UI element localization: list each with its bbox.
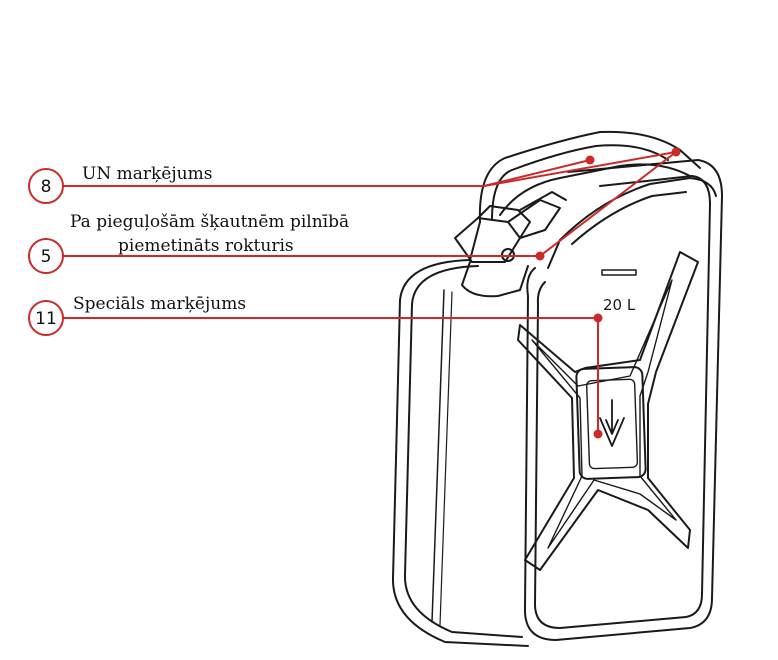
badge-circle-5 xyxy=(28,238,64,274)
can-x-rib-inner xyxy=(531,279,677,549)
can-side-panel xyxy=(391,259,529,647)
volume-dash xyxy=(601,269,637,276)
filler-neck xyxy=(461,261,529,298)
callout-dots xyxy=(535,147,681,439)
callout-badge-5: 5 xyxy=(28,238,64,274)
leader-11-dot-bottom xyxy=(593,429,603,439)
leader-5-dot xyxy=(535,251,545,261)
leader-8-dot-a xyxy=(585,155,595,165)
callout-badge-8: 8 xyxy=(28,168,64,204)
handle-back xyxy=(478,130,701,223)
handle-front-inner xyxy=(571,191,687,245)
can-front-rim xyxy=(534,175,711,629)
can-front-outer xyxy=(523,159,723,641)
callout-badge-11: 11 xyxy=(28,300,64,336)
callout-label-5-line1: Pa pieguļošām šķautnēm pilnībā xyxy=(70,212,350,232)
callout-label-8: UN marķējums xyxy=(82,164,213,184)
spout-lever xyxy=(507,199,561,239)
can-seam-2 xyxy=(439,291,453,626)
spout-lever-2 xyxy=(519,191,567,211)
can-x-rib xyxy=(517,251,699,571)
handle-mid xyxy=(499,163,691,216)
badge-circle-8 xyxy=(28,168,64,204)
funnel-arrow-icon xyxy=(599,399,625,447)
callout-number-5: 5 xyxy=(41,247,52,267)
callout-number-11: 11 xyxy=(35,309,57,329)
callout-number-8: 8 xyxy=(41,177,52,197)
volume-label: 20 L xyxy=(603,296,636,314)
can-seam xyxy=(431,289,445,623)
handle-post-right xyxy=(547,239,561,269)
handle-front xyxy=(559,177,717,241)
leader-5-branch xyxy=(539,151,677,257)
badge-circle-11 xyxy=(28,300,64,336)
handle-back-inner xyxy=(491,144,669,221)
callout-label-11: Speciāls marķējums xyxy=(73,294,247,314)
callout-label-5-line2: piemetināts rokturis xyxy=(118,236,294,256)
handle-post-left xyxy=(469,221,481,261)
callout-leaders xyxy=(63,151,677,434)
can-center-recess-inner xyxy=(585,378,639,470)
can-center-recess xyxy=(575,366,647,480)
leader-8-dot-b xyxy=(671,147,681,157)
jerrycan-drawing xyxy=(391,130,723,647)
spout-cap-top xyxy=(477,205,531,239)
leader-8-branch-b xyxy=(483,151,677,187)
leader-11-dot-top xyxy=(593,313,603,323)
leader-8-branch-a xyxy=(483,159,591,187)
can-side-inner xyxy=(403,265,523,638)
